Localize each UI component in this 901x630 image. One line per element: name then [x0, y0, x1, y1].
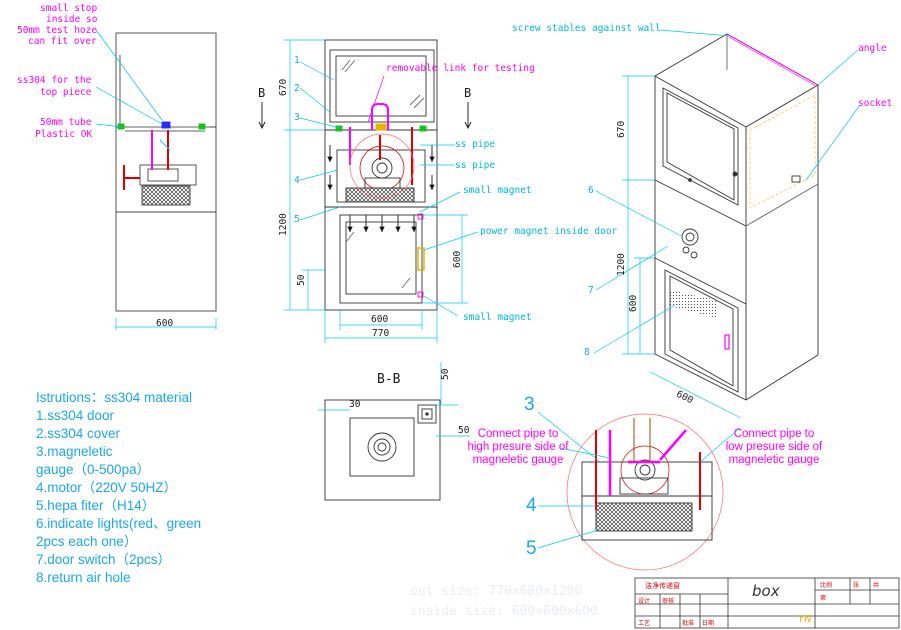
angle-label: angle — [858, 43, 887, 54]
side-width-dimension: 600 — [156, 318, 174, 329]
part-label-5: 5 — [294, 214, 300, 225]
instruction-item: gauge（0-500pa） — [36, 462, 151, 477]
bb-dimension-50-a: 50 — [440, 368, 451, 380]
instruction-item: 5.hepa fiter（H14） — [36, 498, 156, 513]
front-outer-width: 770 — [372, 328, 390, 339]
side-view — [95, 29, 217, 330]
ss-pipe-label-2: ss pipe — [455, 160, 496, 171]
ss-pipe-label-1: ss pipe — [455, 139, 496, 150]
side-note-1: small stop — [40, 3, 98, 14]
title-block — [634, 577, 900, 629]
bb-dimension-50-b: 50 — [458, 425, 470, 436]
front-view — [258, 39, 479, 343]
socket-label: socket — [858, 98, 893, 109]
title-block-title: box — [752, 582, 780, 600]
side-note-7: 50mm tube — [40, 117, 92, 128]
part-label-6: 6 — [588, 185, 594, 196]
title-cell: 张 — [853, 582, 860, 589]
instruction-item: 8.return air hole — [36, 570, 131, 585]
iso-base-height: 600 — [628, 294, 639, 312]
section-marker-left: B — [258, 86, 266, 100]
front-base-height: 50 — [296, 274, 307, 286]
front-top-height: 670 — [278, 78, 289, 96]
power-magnet-label: power magnet inside door — [480, 226, 618, 237]
part-label-4: 4 — [294, 175, 300, 186]
side-note-5: ss304 for the — [17, 75, 92, 86]
iso-body-height: 1200 — [616, 253, 627, 276]
title-cell: 共 — [873, 582, 880, 589]
high-pressure-line-2: high presure side of — [467, 441, 569, 453]
small-magnet-bottom-label: small magnet — [463, 312, 532, 323]
section-b-b — [318, 362, 470, 501]
high-pressure-line-1: Connect pipe to — [477, 428, 559, 440]
side-note-4: can fit over — [28, 36, 97, 47]
section-marker-right: B — [464, 86, 472, 100]
title-block-name: 洁净传递窗 — [645, 582, 680, 590]
detail-number-3: 3 — [524, 394, 535, 415]
title-cell: 比例 — [820, 582, 833, 589]
bb-dimension-30: 30 — [349, 399, 361, 410]
iso-top-height: 670 — [616, 120, 627, 138]
instruction-item: 4.motor（220V 50HZ） — [36, 480, 178, 495]
detail-number-5: 5 — [526, 538, 537, 559]
side-note-6: top piece — [40, 87, 92, 98]
low-pressure-line-2: low presure side of — [725, 441, 823, 453]
instruction-item: 3.magneletic — [36, 444, 113, 459]
removable-link-label: removable link for testing — [386, 63, 535, 74]
small-magnet-top-label: small magnet — [463, 185, 532, 196]
inside-size-note: inside size: 600×600×600 — [410, 604, 598, 619]
title-cell: 工艺 — [638, 620, 651, 627]
instruction-item: 2pcs each one） — [36, 534, 138, 549]
side-note-8: Plastic OK — [35, 129, 93, 140]
screw-label: screw stables against wall — [512, 23, 661, 34]
front-inner-width: 600 — [371, 314, 389, 325]
instruction-item: 7.door switch（2pcs） — [36, 552, 172, 567]
instruction-item: 6.indicate lights(red、green — [36, 516, 202, 531]
title-cell: 第 — [820, 595, 827, 602]
side-note-2: inside so — [46, 14, 98, 25]
side-note-3: 50mm test hoze — [17, 25, 98, 36]
title-cell: 日期 — [702, 620, 715, 627]
title-block-author: YN — [798, 614, 812, 625]
front-door-height: 600 — [452, 250, 463, 268]
instruction-item: 2.ss304 cover — [36, 426, 121, 441]
part-label-8: 8 — [584, 347, 590, 358]
instructions-heading: Istrutions：ss304 material — [36, 390, 193, 405]
part-label-7: 7 — [588, 285, 594, 296]
title-cell: 批准 — [682, 620, 695, 627]
front-body-height: 1200 — [278, 213, 289, 236]
part-label-1: 1 — [294, 55, 300, 66]
out-size-note: out size: 770×680×1200 — [410, 584, 583, 599]
instruction-item: 1.ss304 door — [36, 408, 115, 423]
detail-view — [537, 411, 741, 571]
isometric-view — [593, 29, 861, 419]
low-pressure-note: Connect pipe to low presure side of magn… — [718, 428, 830, 467]
high-pressure-note: Connect pipe to high presure side of mag… — [462, 428, 574, 467]
low-pressure-line-3: magneletic gauge — [728, 454, 820, 466]
title-cell: 设计 — [638, 598, 651, 605]
high-pressure-line-3: magneletic gauge — [472, 454, 564, 466]
low-pressure-line-1: Connect pipe to — [733, 428, 815, 440]
detail-number-4: 4 — [526, 495, 537, 516]
part-label-3: 3 — [294, 112, 300, 123]
part-label-2: 2 — [294, 83, 300, 94]
section-title: B-B — [377, 372, 401, 387]
title-cell: 审核 — [662, 598, 675, 605]
